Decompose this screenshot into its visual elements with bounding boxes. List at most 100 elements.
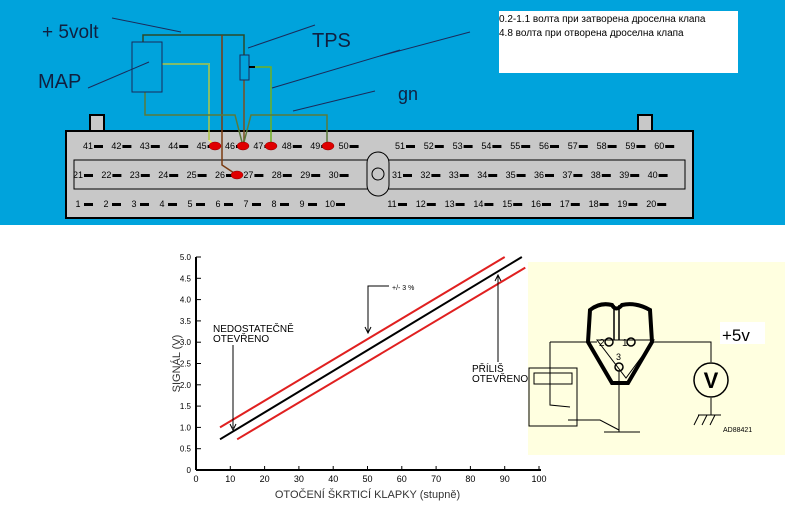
pin-label-27: 27 [243, 170, 253, 180]
pin-label-23: 23 [130, 170, 140, 180]
voltmeter-icon: V [704, 368, 719, 393]
sensor-panel [528, 262, 785, 455]
pin-marker-47 [264, 141, 278, 151]
x-tick-label: 60 [397, 474, 407, 484]
pin-contact-17 [570, 203, 580, 206]
pin-label-29: 29 [300, 170, 310, 180]
pin-label-19: 19 [617, 199, 627, 209]
pin-label-53: 53 [453, 141, 463, 151]
pin-label-44: 44 [168, 141, 178, 151]
pin-contact-3 [140, 203, 149, 206]
pin-label-15: 15 [502, 199, 512, 209]
pin-contact-59 [636, 145, 646, 148]
figure-code: AD88421 [723, 427, 752, 434]
pin-contact-20 [657, 203, 667, 206]
pin-contact-57 [578, 145, 588, 148]
pin-label-11: 11 [387, 199, 396, 209]
pin-contact-38 [601, 174, 611, 177]
pin-label-26: 26 [215, 170, 225, 180]
pin-label-22: 22 [101, 170, 111, 180]
pin-contact-33 [459, 174, 469, 177]
y-tick-label: 1.5 [180, 402, 192, 411]
pin-label-39: 39 [619, 170, 629, 180]
pin-contact-24 [169, 174, 179, 177]
pin-label-31: 31 [392, 170, 402, 180]
connector-key [366, 151, 390, 197]
pin-contact-2 [112, 203, 121, 206]
arrow-icon [229, 345, 237, 432]
sensor-pin-3: 3 [616, 352, 621, 362]
arrow-icon [364, 285, 389, 335]
arrow-icon [494, 273, 502, 362]
pin-markers [208, 141, 335, 180]
pin-contact-56 [550, 145, 559, 148]
pin-label-40: 40 [648, 170, 658, 180]
pin-contact-19 [628, 203, 638, 206]
pin-label-8: 8 [271, 199, 276, 209]
sensor-pin-1: 1 [622, 338, 628, 349]
pin-contact-41 [94, 145, 103, 148]
x-tick-label: 100 [531, 474, 546, 484]
pin-label-3: 3 [131, 199, 136, 209]
pin-label-47: 47 [253, 141, 263, 151]
supply-label-bg [720, 322, 765, 344]
pin-label-49: 49 [310, 141, 320, 151]
pin-label-43: 43 [140, 141, 150, 151]
pin-label-46: 46 [225, 141, 235, 151]
pin-contact-36 [545, 174, 554, 177]
pin-label-2: 2 [103, 199, 108, 209]
pin-label-32: 32 [420, 170, 430, 180]
annotation-over-2: OTEVŘENO [472, 372, 528, 385]
x-tick-label: 30 [294, 474, 304, 484]
pin-label-25: 25 [187, 170, 197, 180]
pin-contact-16 [542, 203, 551, 206]
x-tick-label: 70 [431, 474, 441, 484]
pin-label-54: 54 [481, 141, 491, 151]
label-5volt: + 5volt [42, 22, 99, 43]
pin-marker-49 [321, 141, 335, 151]
x-tick-label: 10 [225, 474, 235, 484]
pin-label-51: 51 [395, 141, 405, 151]
pin-label-42: 42 [111, 141, 121, 151]
pin-contact-44 [179, 145, 189, 148]
pin-contact-28 [282, 174, 292, 177]
x-tick-label: 20 [260, 474, 270, 484]
pin-contact-55 [521, 145, 531, 148]
pin-contact-1 [84, 203, 93, 206]
connector-tab-left [89, 114, 105, 133]
pin-contact-5 [196, 203, 205, 206]
pin-contact-25 [197, 174, 207, 177]
pin-contact-27 [254, 174, 264, 177]
pin-label-41: 41 [83, 141, 93, 151]
pin-contact-12 [426, 203, 436, 206]
pin-contact-39 [630, 174, 640, 177]
leader-lines [87, 17, 471, 112]
sensor-circuit [528, 302, 729, 433]
pin-label-14: 14 [473, 199, 483, 209]
pin-label-57: 57 [568, 141, 578, 151]
pin-contact-52 [434, 145, 444, 148]
annotation-under-2: OTEVŘENO [213, 332, 269, 345]
pin-contact-26 [226, 174, 235, 177]
pin-contact-58 [607, 145, 617, 148]
pin-contact-48 [292, 145, 302, 148]
pin-marker-45 [208, 141, 222, 151]
y-tick-label: 0.5 [180, 445, 192, 454]
connector-key-hole [371, 167, 385, 181]
pin-contact-18 [599, 203, 609, 206]
pin-label-37: 37 [562, 170, 572, 180]
note-box [499, 11, 738, 73]
pin-label-55: 55 [510, 141, 520, 151]
pin-label-20: 20 [646, 199, 656, 209]
pin-contact-10 [336, 203, 345, 206]
y-tick-label: 5.0 [180, 253, 192, 262]
series-line-nominal [219, 256, 523, 441]
pin-label-12: 12 [416, 199, 426, 209]
pin-contact-43 [150, 145, 160, 148]
pin-label-17: 17 [560, 199, 570, 209]
pin-contact-35 [516, 174, 526, 177]
pin-marker-26 [230, 170, 244, 180]
y-tick-label: 2.5 [180, 360, 192, 369]
series-line-lower [236, 266, 526, 441]
pin-contact-9 [308, 203, 317, 206]
